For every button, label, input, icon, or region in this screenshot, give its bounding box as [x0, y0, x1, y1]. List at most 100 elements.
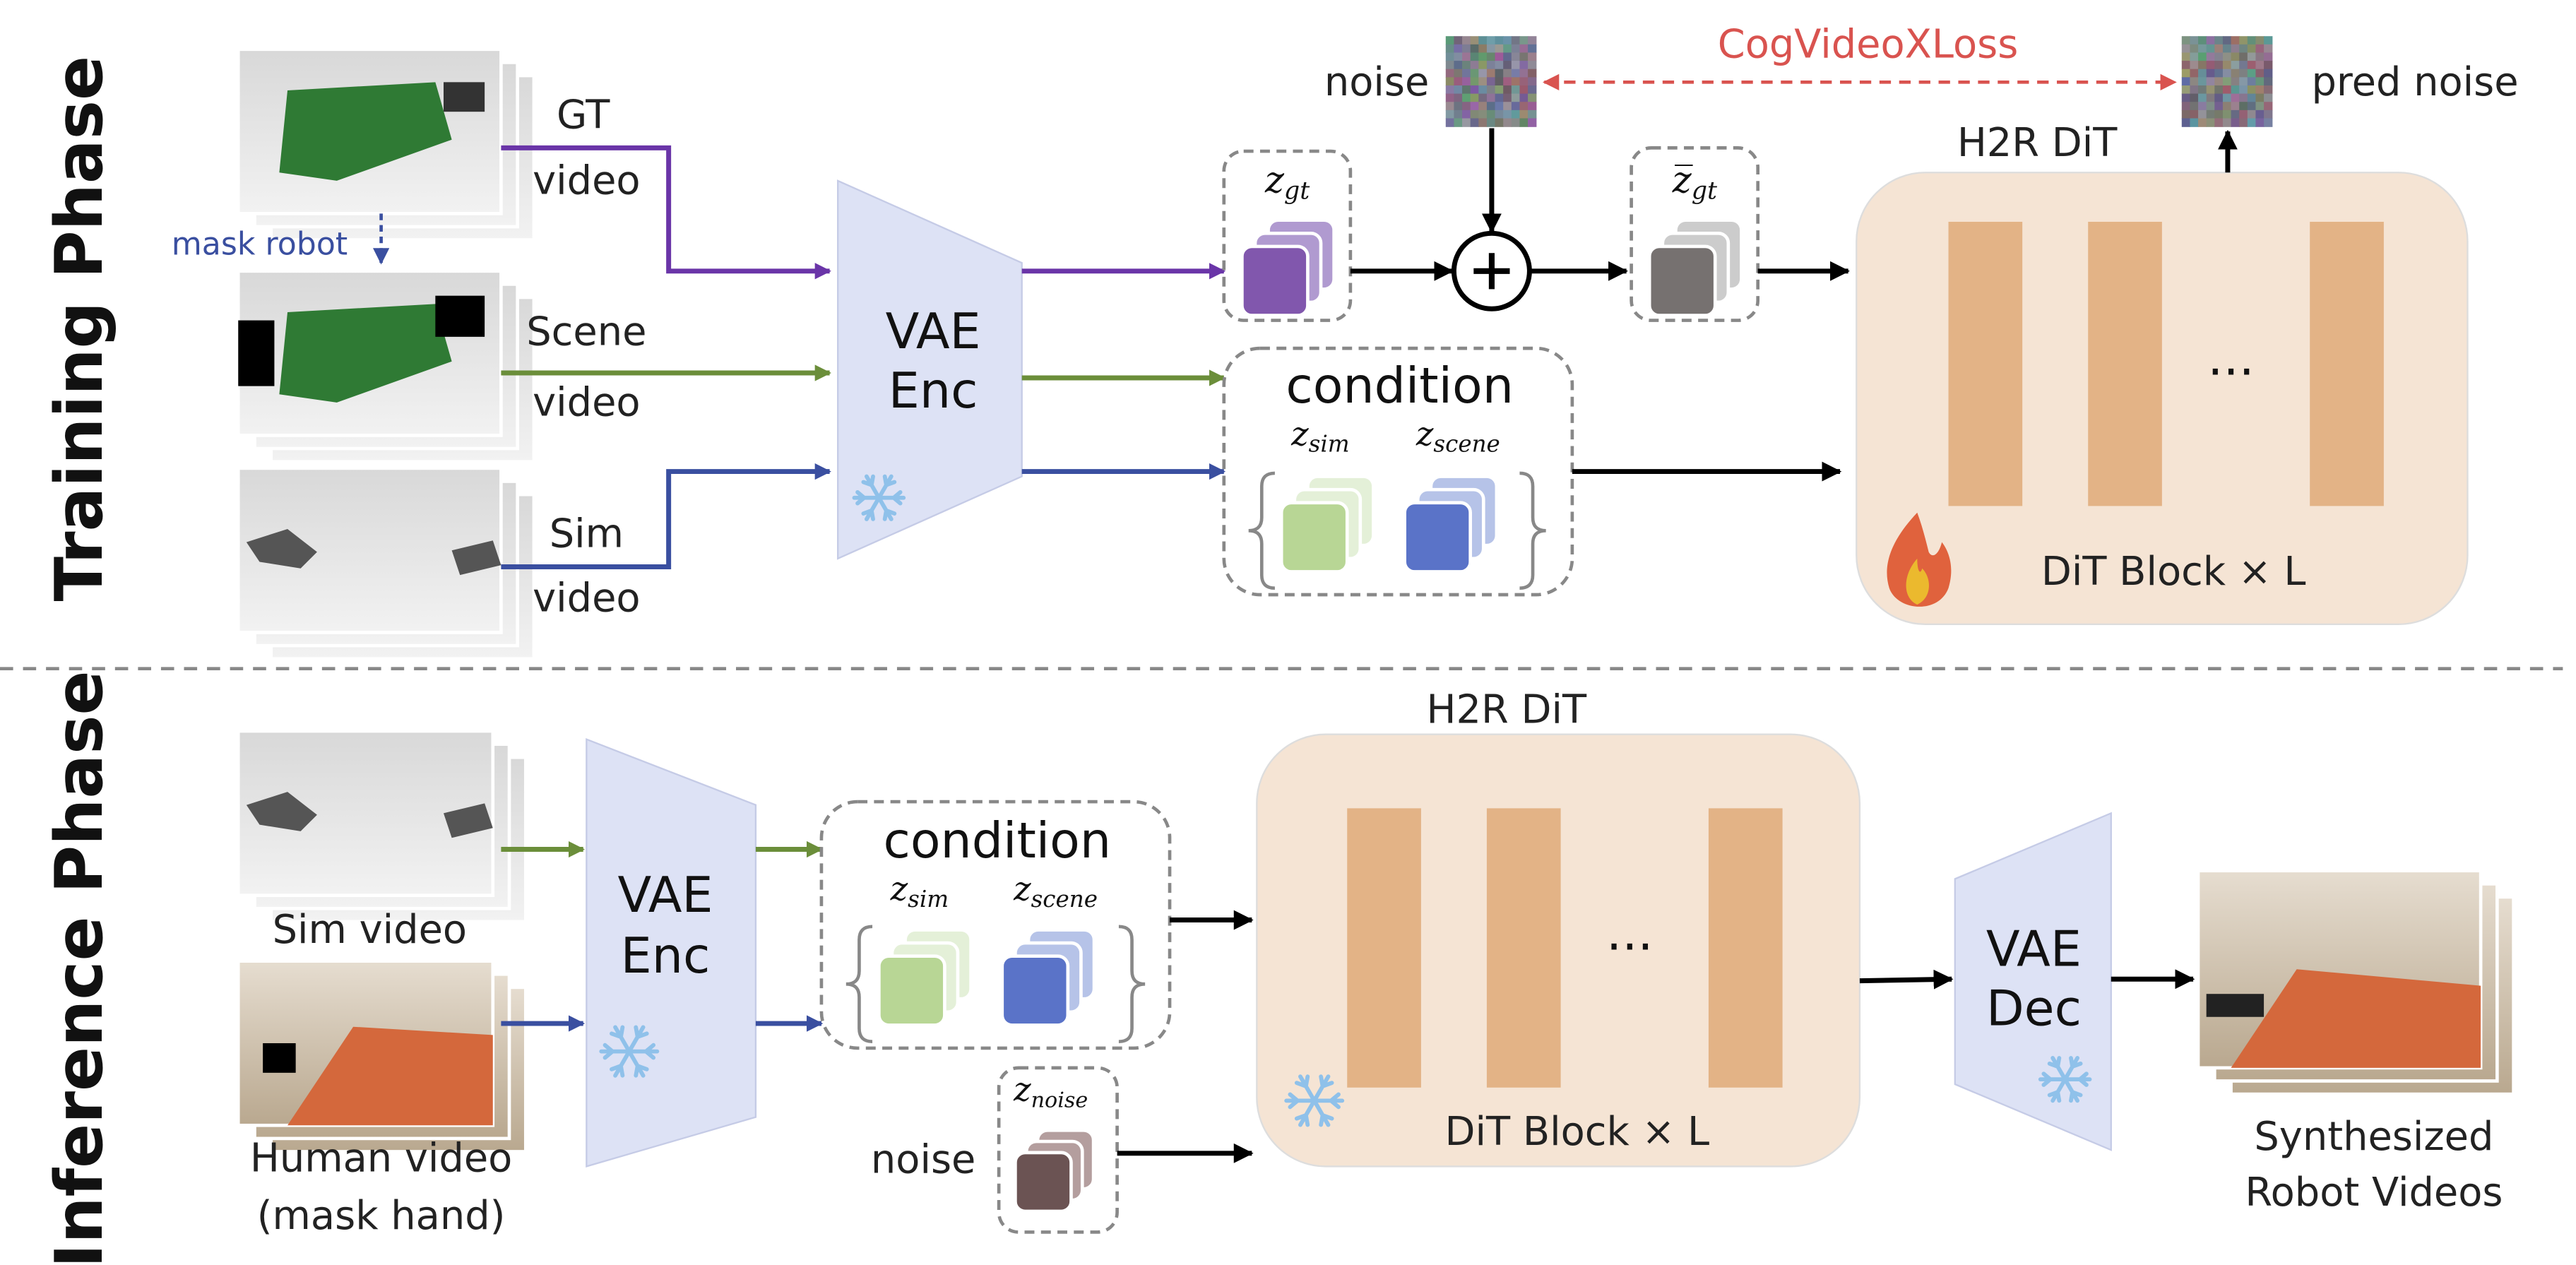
noise-pixel: [2231, 77, 2240, 86]
noise-pixel: [2222, 93, 2232, 102]
noise-pixel: [1511, 109, 1521, 119]
video-frame: [236, 959, 495, 1127]
noise-pixel: [1470, 93, 1480, 102]
human-video-frames: [236, 959, 528, 1153]
noise-pixel: [2255, 93, 2265, 102]
noise-pixel: [2264, 109, 2273, 119]
pred-noise-image: [2181, 36, 2273, 127]
noise-pixel: [1503, 93, 1512, 102]
noise-pixel: [2190, 44, 2199, 54]
noise-pixel: [1486, 36, 1496, 45]
noise-pixel: [2198, 85, 2207, 95]
noise-pixel: [2264, 36, 2273, 45]
noise-pixel: [2255, 36, 2265, 45]
noise-pixel: [1478, 44, 1488, 54]
noise-pixel: [2255, 102, 2265, 111]
noise-pixel: [2206, 52, 2216, 61]
noise-pixel: [2264, 69, 2273, 78]
noise-pixel: [1519, 93, 1529, 102]
noise-pixel: [1495, 118, 1504, 127]
noise-pixel: [2247, 102, 2257, 111]
noise-pixel: [1511, 52, 1521, 61]
noise-pixel: [2231, 85, 2240, 95]
vae-encoder-training: [837, 179, 1023, 560]
noise-pixel: [1528, 77, 1537, 86]
noise-pixel: [1478, 109, 1488, 119]
noise-pixel: [2222, 44, 2232, 54]
noise-pixel: [1503, 109, 1512, 119]
noise-pixel: [2222, 69, 2232, 78]
noise-pixel: [1445, 118, 1455, 127]
mask-hand-label: (mask hand): [257, 1193, 506, 1239]
mask-region: [435, 295, 485, 337]
noise-pixel: [2181, 44, 2191, 54]
z-noise-latent-stack: [1014, 1128, 1096, 1213]
dit-block-label-training: DiT Block × L: [2041, 549, 2306, 595]
dit-block-inf-n: [1708, 808, 1783, 1088]
noise-pixel: [2181, 61, 2191, 70]
noise-pixel: [1495, 52, 1504, 61]
noise-pixel: [1445, 85, 1455, 95]
robot-gripper: [443, 82, 485, 112]
noise-pixel: [2214, 109, 2224, 119]
z-scene-label-training: zscene: [1415, 415, 1500, 457]
vae-dec-label-1: VAE: [1986, 921, 2082, 978]
noise-pixel: [2222, 102, 2232, 111]
video-frame: [236, 466, 503, 634]
human-video-label: Human video: [250, 1135, 512, 1181]
noise-pixel: [1519, 109, 1529, 119]
z-sim-latent-stack-training: [1279, 475, 1375, 574]
noise-pixel: [1503, 77, 1512, 86]
noise-pixel: [2255, 118, 2265, 127]
noise-pixel: [1503, 44, 1512, 54]
noise-pixel: [1495, 69, 1504, 78]
video-frame: [236, 269, 503, 437]
noise-pixel: [1462, 93, 1471, 102]
snowflake-icon: [1284, 1074, 1345, 1127]
noise-pixel: [2206, 77, 2216, 86]
noise-pixel: [1454, 36, 1463, 45]
dit-block-inf-2: [1486, 808, 1561, 1088]
noise-pixel: [2222, 52, 2232, 61]
noise-pixel: [1495, 36, 1504, 45]
noise-pixel: [2190, 85, 2199, 95]
noise-pixel: [2198, 77, 2207, 86]
noise-pixel: [1445, 93, 1455, 102]
noise-pixel: [1454, 93, 1463, 102]
noise-pixel: [2206, 44, 2216, 54]
noise-pixel: [2264, 118, 2273, 127]
dit-block-label-inference: DiT Block × L: [1445, 1109, 1710, 1155]
noise-pixel: [2247, 109, 2257, 119]
left-brace: [1248, 471, 1276, 590]
z-sim-label-inference: zsim: [890, 870, 949, 913]
vae-enc-label-1: VAE: [886, 303, 981, 360]
noise-pixel: [2222, 77, 2232, 86]
noise-pixel: [2181, 77, 2191, 86]
output-label-1: Synthesized: [2254, 1114, 2493, 1160]
noise-pixel: [2255, 69, 2265, 78]
noise-pixel: [1486, 102, 1496, 111]
noise-pixel: [2231, 61, 2240, 70]
noise-pixel: [1495, 61, 1504, 70]
noise-pixel: [1454, 69, 1463, 78]
noise-pixel: [1478, 52, 1488, 61]
z-scene-latent-stack-inference: [1000, 928, 1096, 1027]
noise-pixel: [1454, 61, 1463, 70]
inference-phase-label: Inference Phase: [41, 670, 117, 1265]
noise-pixel: [2198, 52, 2207, 61]
noise-pixel: [2214, 69, 2224, 78]
noise-pixel: [1462, 61, 1471, 70]
noise-pixel: [2206, 118, 2216, 127]
noise-pixel: [2239, 52, 2248, 61]
noise-pixel: [1519, 36, 1529, 45]
noise-pixel: [1478, 118, 1488, 127]
dit-ellipsis-training: ...: [2207, 329, 2255, 386]
noise-pixel: [1486, 44, 1496, 54]
noise-pixel: [1503, 61, 1512, 70]
noise-pixel: [2222, 118, 2232, 127]
output-label-2: Robot Videos: [2245, 1170, 2503, 1216]
noise-pixel: [2264, 61, 2273, 70]
noise-pixel: [1470, 44, 1480, 54]
noise-pixel: [2181, 69, 2191, 78]
noise-pixel: [1470, 118, 1480, 127]
